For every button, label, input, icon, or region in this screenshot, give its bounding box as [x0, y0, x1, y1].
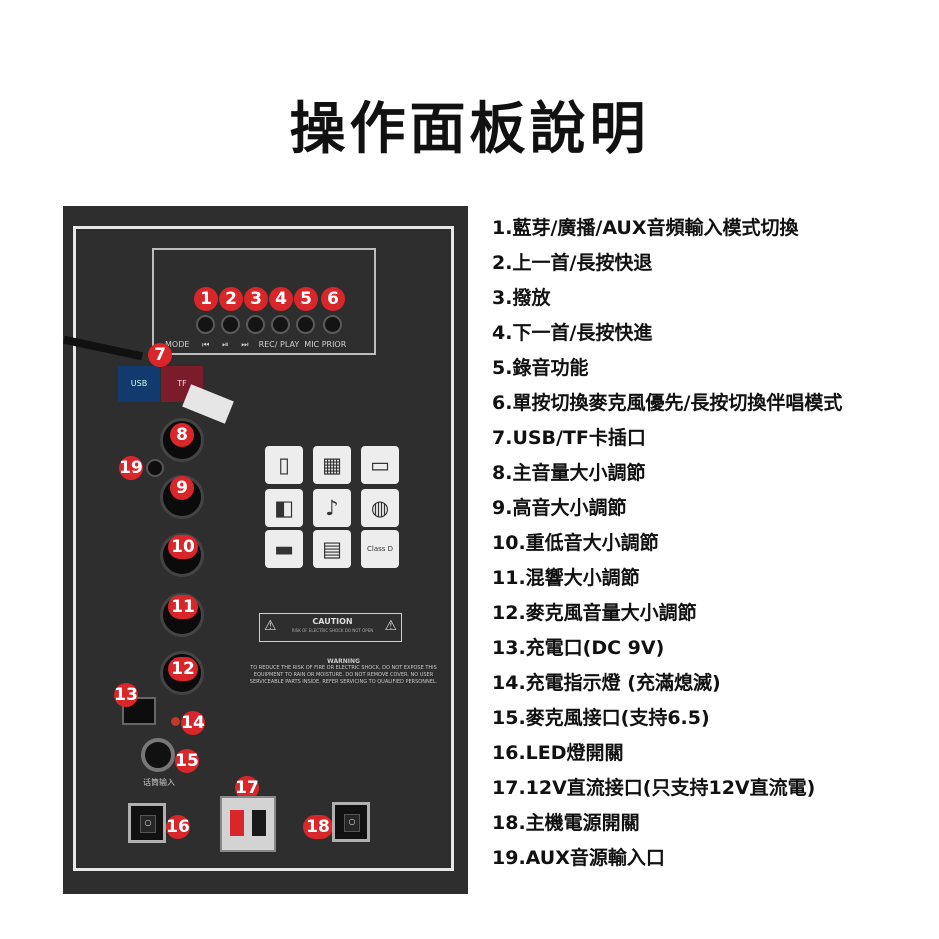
list-item: 14.充電指示燈 (充滿熄滅)	[492, 672, 721, 694]
list-item: 4.下一首/長按快進	[492, 322, 653, 344]
list-item: 9.高音大小調節	[492, 497, 627, 519]
charge-icon: ▯	[265, 446, 303, 484]
list-item: 11.混響大小調節	[492, 567, 640, 589]
caption-prev: ⏮	[202, 340, 210, 349]
badge-11: 11	[168, 595, 198, 619]
badge-14: 14	[181, 711, 205, 735]
rec-button[interactable]	[296, 315, 315, 334]
list-item: 5.錄音功能	[492, 357, 589, 379]
list-item: 1.藍芽/廣播/AUX音頻輸入模式切換	[492, 217, 799, 239]
red-terminal	[230, 810, 244, 836]
caution-subtext: RISK OF ELECTRIC SHOCK DO NOT OPEN	[291, 628, 374, 633]
caption-next: ⏭	[241, 340, 249, 349]
dc-12v-terminal[interactable]	[220, 796, 276, 852]
list-item: 7.USB/TF卡插口	[492, 427, 646, 449]
warning-triangle-icon: ⚠	[264, 618, 277, 634]
control-panel-photo: 1 2 3 4 5 6 MODE ⏮ ⏯ ⏭ REC/ PLAY MIC PRI…	[63, 206, 468, 894]
badge-13: 13	[114, 683, 138, 707]
caution-text: CAUTION	[312, 617, 353, 626]
warning-body: TO REDUCE THE RISK OF FIRE OR ELECTRIC S…	[249, 665, 438, 685]
black-terminal	[252, 810, 266, 836]
feature-list: 1.藍芽/廣播/AUX音頻輸入模式切換 2.上一首/長按快退 3.撥放 4.下一…	[492, 214, 842, 879]
list-item: 12.麥克風音量大小調節	[492, 602, 697, 624]
mic-prior-button[interactable]	[323, 315, 342, 334]
list-item: 15.麥克風接口(支持6.5)	[492, 707, 710, 729]
badge-16: 16	[166, 815, 190, 839]
badge-15: 15	[175, 749, 199, 773]
warning-title: WARNING	[327, 658, 360, 665]
power-switch[interactable]: ○	[332, 802, 370, 842]
aux-input-jack[interactable]	[146, 459, 164, 477]
warning-triangle-icon: ⚠	[384, 618, 397, 634]
class-d-icon: Class D	[361, 530, 399, 568]
page-title: 操作面板說明	[289, 97, 650, 162]
list-item: 13.充電口(DC 9V)	[492, 637, 665, 659]
mic-input-label: 话筒输入	[143, 778, 175, 787]
caution-label: ⚠ CAUTION RISK OF ELECTRIC SHOCK DO NOT …	[259, 613, 402, 642]
badge-1: 1	[194, 287, 218, 311]
badge-4: 4	[269, 287, 293, 311]
list-item: 8.主音量大小調節	[492, 462, 646, 484]
list-item: 2.上一首/長按快退	[492, 252, 653, 274]
badge-19: 19	[119, 456, 143, 480]
list-item: 18.主機電源開關	[492, 812, 640, 834]
wireless-icon: ◍	[361, 489, 399, 527]
badge-8: 8	[170, 423, 194, 447]
mic-input-jack[interactable]	[141, 738, 175, 772]
badge-12: 12	[168, 657, 198, 681]
mp3-player-icon: ◧	[265, 489, 303, 527]
list-item: 16.LED燈開關	[492, 742, 624, 764]
list-item: 6.單按切換麥克風優先/長按切換伴唱模式	[492, 392, 843, 414]
led-switch[interactable]: ○	[128, 803, 166, 843]
badge-6: 6	[321, 287, 345, 311]
remote-icon: ▤	[313, 530, 351, 568]
list-item: 10.重低音大小調節	[492, 532, 659, 554]
tablet-icon: ▭	[361, 446, 399, 484]
badge-9: 9	[170, 476, 194, 500]
play-button[interactable]	[246, 315, 265, 334]
caption-rec: REC/ PLAY	[258, 340, 300, 349]
usb-port[interactable]: USB	[118, 366, 160, 402]
badge-7: 7	[148, 343, 172, 367]
mode-button[interactable]	[196, 315, 215, 334]
badge-18: 18	[303, 815, 333, 839]
button-captions: MODE ⏮ ⏯ ⏭ REC/ PLAY MIC PRIOR	[165, 340, 346, 350]
microphone-icon: ♪	[313, 489, 351, 527]
caption-mode: MODE	[165, 340, 190, 349]
next-button[interactable]	[271, 315, 290, 334]
display-window	[152, 248, 376, 355]
panel-border	[73, 226, 454, 871]
list-item: 19.AUX音源輸入口	[492, 847, 665, 869]
charge-led	[171, 717, 180, 726]
caption-mic-prior: MIC PRIOR	[304, 340, 347, 349]
prev-button[interactable]	[221, 315, 240, 334]
badge-5: 5	[294, 287, 318, 311]
list-item: 3.撥放	[492, 287, 551, 309]
warning-block: WARNING TO REDUCE THE RISK OF FIRE OR EL…	[241, 658, 446, 686]
sd-card-icon: ▦	[313, 446, 351, 484]
list-item: 17.12V直流接口(只支持12V直流電)	[492, 777, 816, 799]
badge-10: 10	[168, 535, 198, 559]
caption-play: ⏯	[222, 340, 229, 349]
badge-2: 2	[219, 287, 243, 311]
usb-drive-icon: ▬	[265, 530, 303, 568]
badge-3: 3	[244, 287, 268, 311]
